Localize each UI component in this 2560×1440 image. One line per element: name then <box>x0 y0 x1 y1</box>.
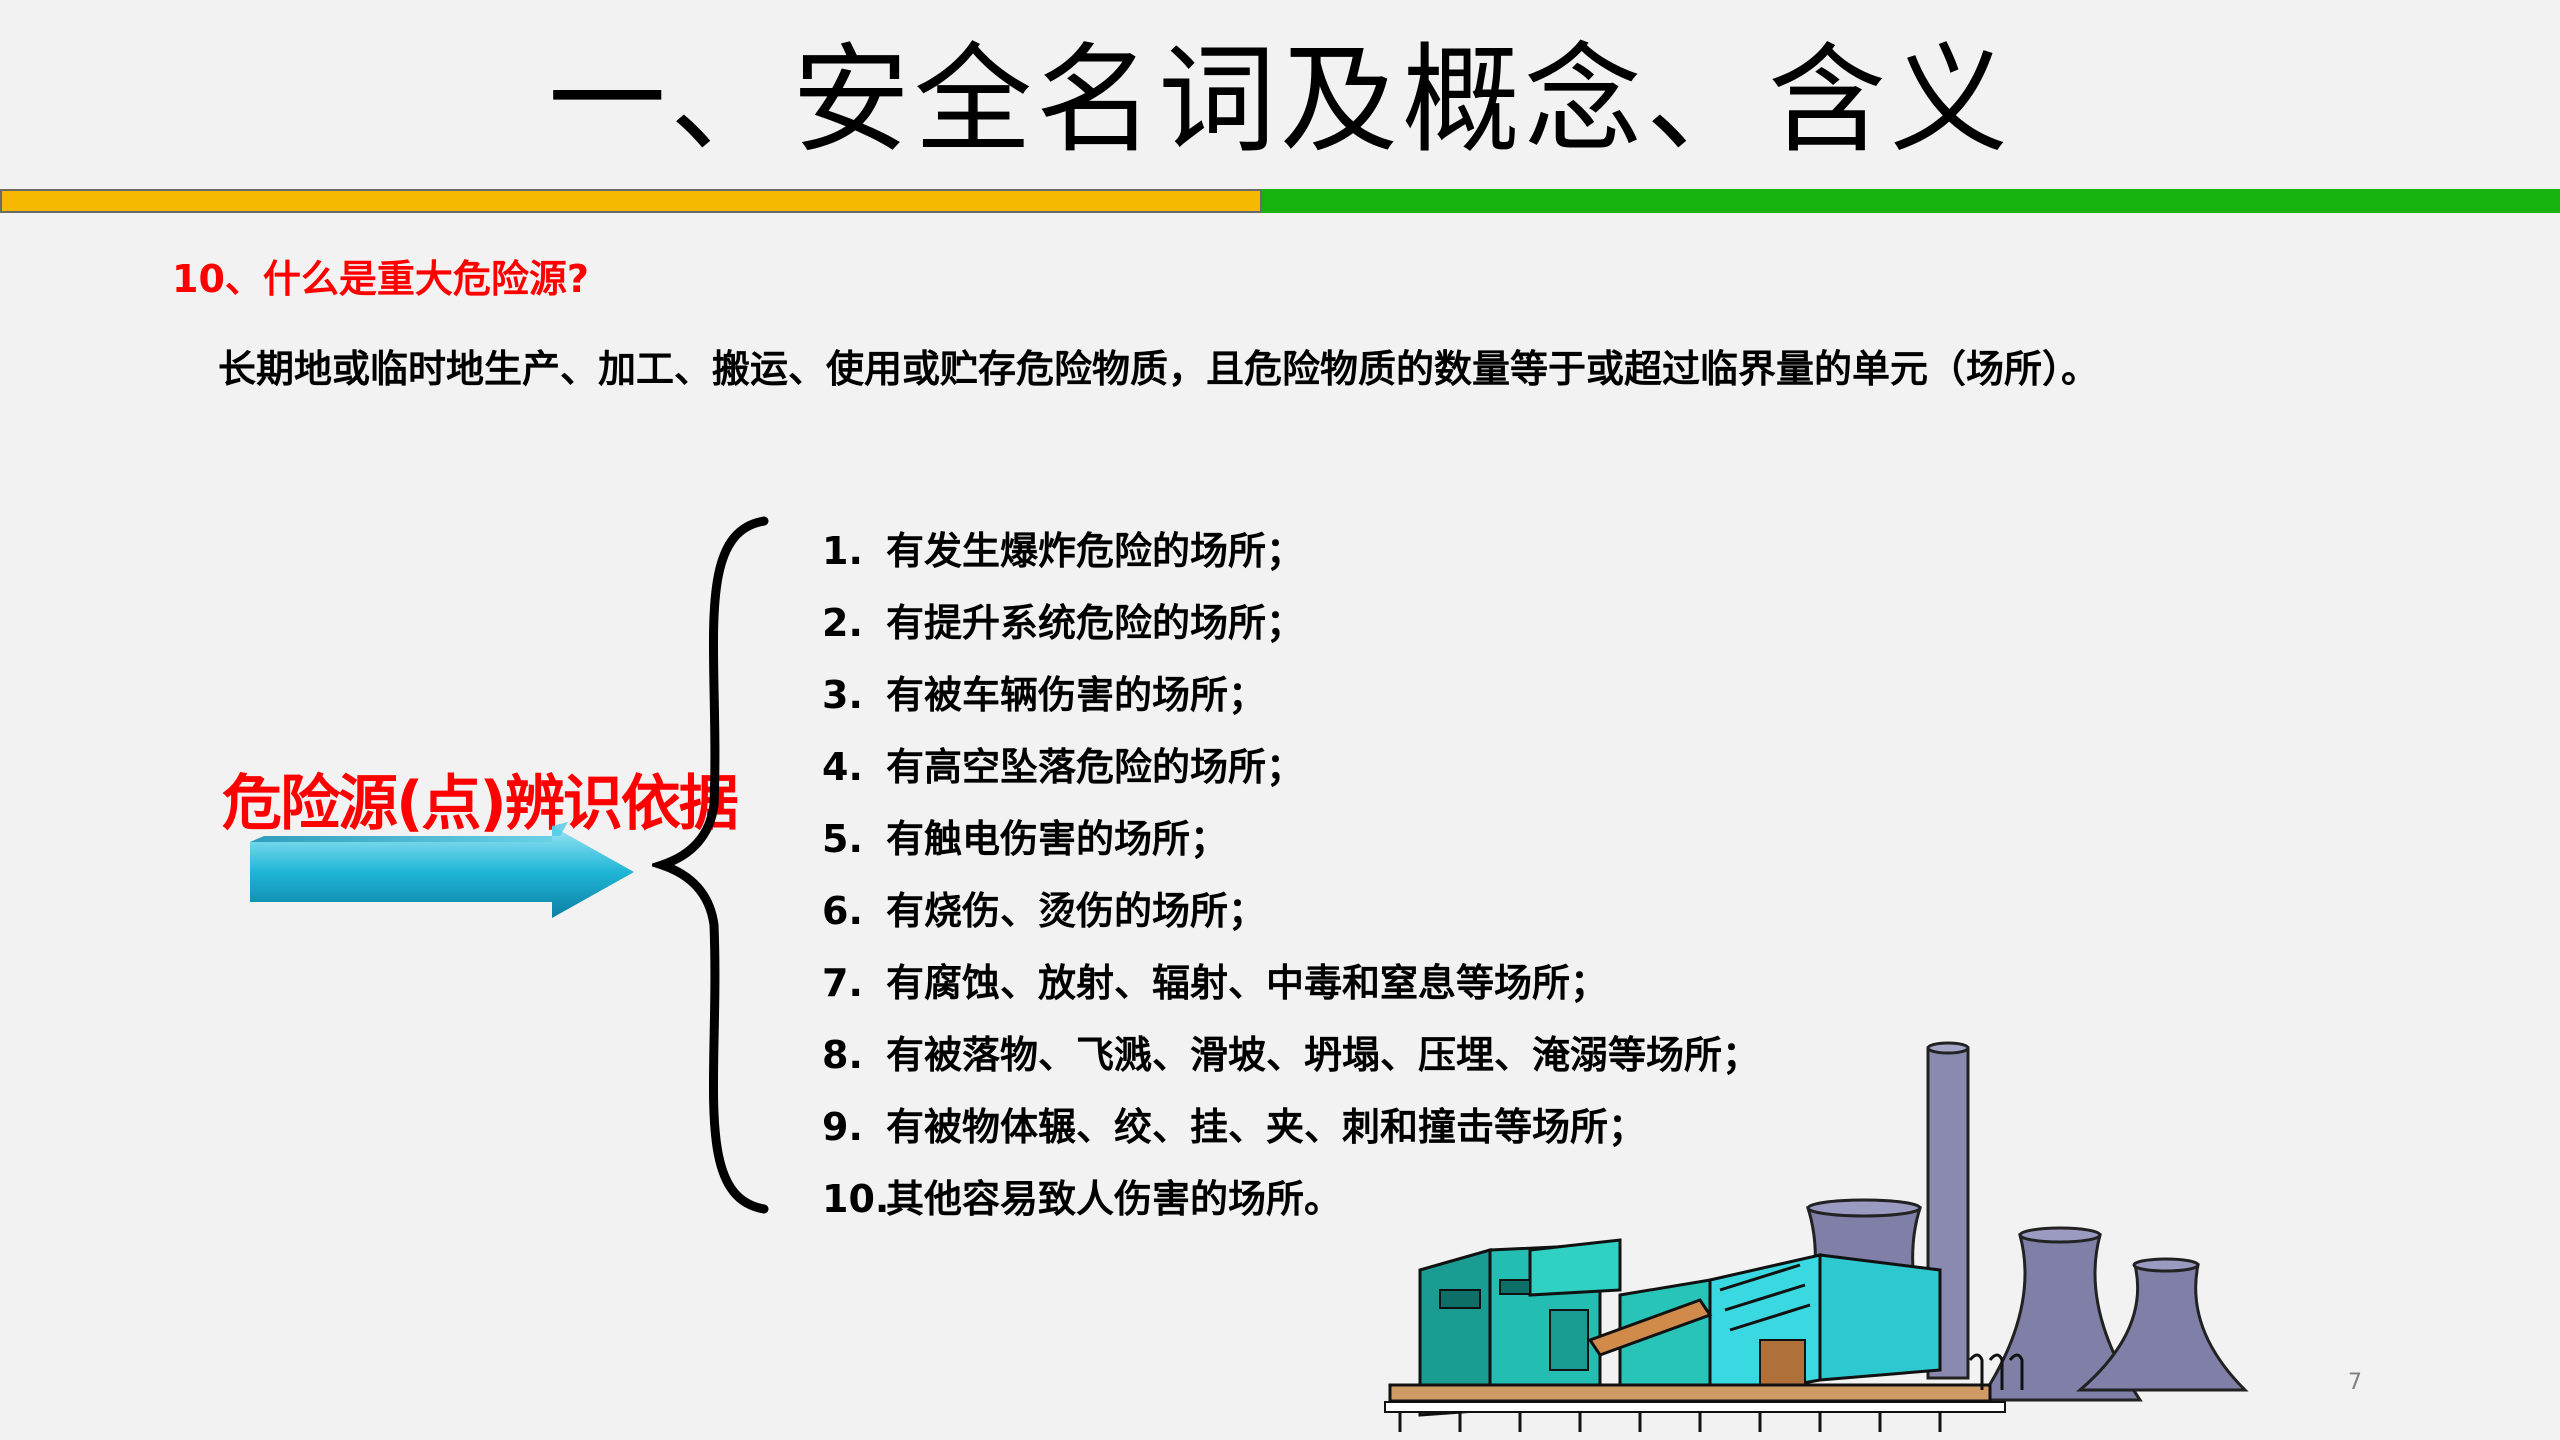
list-item: 7.有腐蚀、放射、辐射、中毒和窒息等场所； <box>822 961 1609 1005</box>
definition-text: 长期地或临时地生产、加工、搬运、使用或贮存危险物质，且危险物质的数量等于或超过临… <box>218 347 2100 391</box>
list-item: 9.有被物体辗、绞、挂、夹、刺和撞击等场所； <box>822 1105 1647 1149</box>
hazard-list: 1.有发生爆炸危险的场所； 2.有提升系统危险的场所； 3.有被车辆伤害的场所；… <box>822 520 1760 1240</box>
list-item: 4.有高空坠落危险的场所； <box>822 745 1305 789</box>
list-item: 10.其他容易致人伤害的场所。 <box>822 1177 1343 1221</box>
list-item: 2.有提升系统危险的场所； <box>822 601 1305 645</box>
page-number: 7 <box>2348 1370 2362 1395</box>
curly-brace-icon <box>652 516 769 1214</box>
list-item: 6.有烧伤、烫伤的场所； <box>822 889 1267 933</box>
title-underline-yellow <box>0 189 1262 213</box>
list-item: 8.有被落物、飞溅、滑坡、坍塌、压埋、淹溺等场所； <box>822 1033 1761 1077</box>
basis-label: 危险源(点)辨识依据 <box>222 769 739 839</box>
list-item: 5.有触电伤害的场所； <box>822 817 1229 861</box>
list-item: 1.有发生爆炸危险的场所； <box>822 529 1305 573</box>
list-item: 3.有被车辆伤害的场所； <box>822 673 1267 717</box>
power-plant-illustration <box>1384 1041 2249 1432</box>
title-underline-green <box>1262 189 2560 213</box>
question-heading: 10、什么是重大危险源? <box>172 257 589 301</box>
slide-title: 一、安全名词及概念、含义 <box>547 31 2012 169</box>
right-arrow-icon <box>250 822 634 918</box>
